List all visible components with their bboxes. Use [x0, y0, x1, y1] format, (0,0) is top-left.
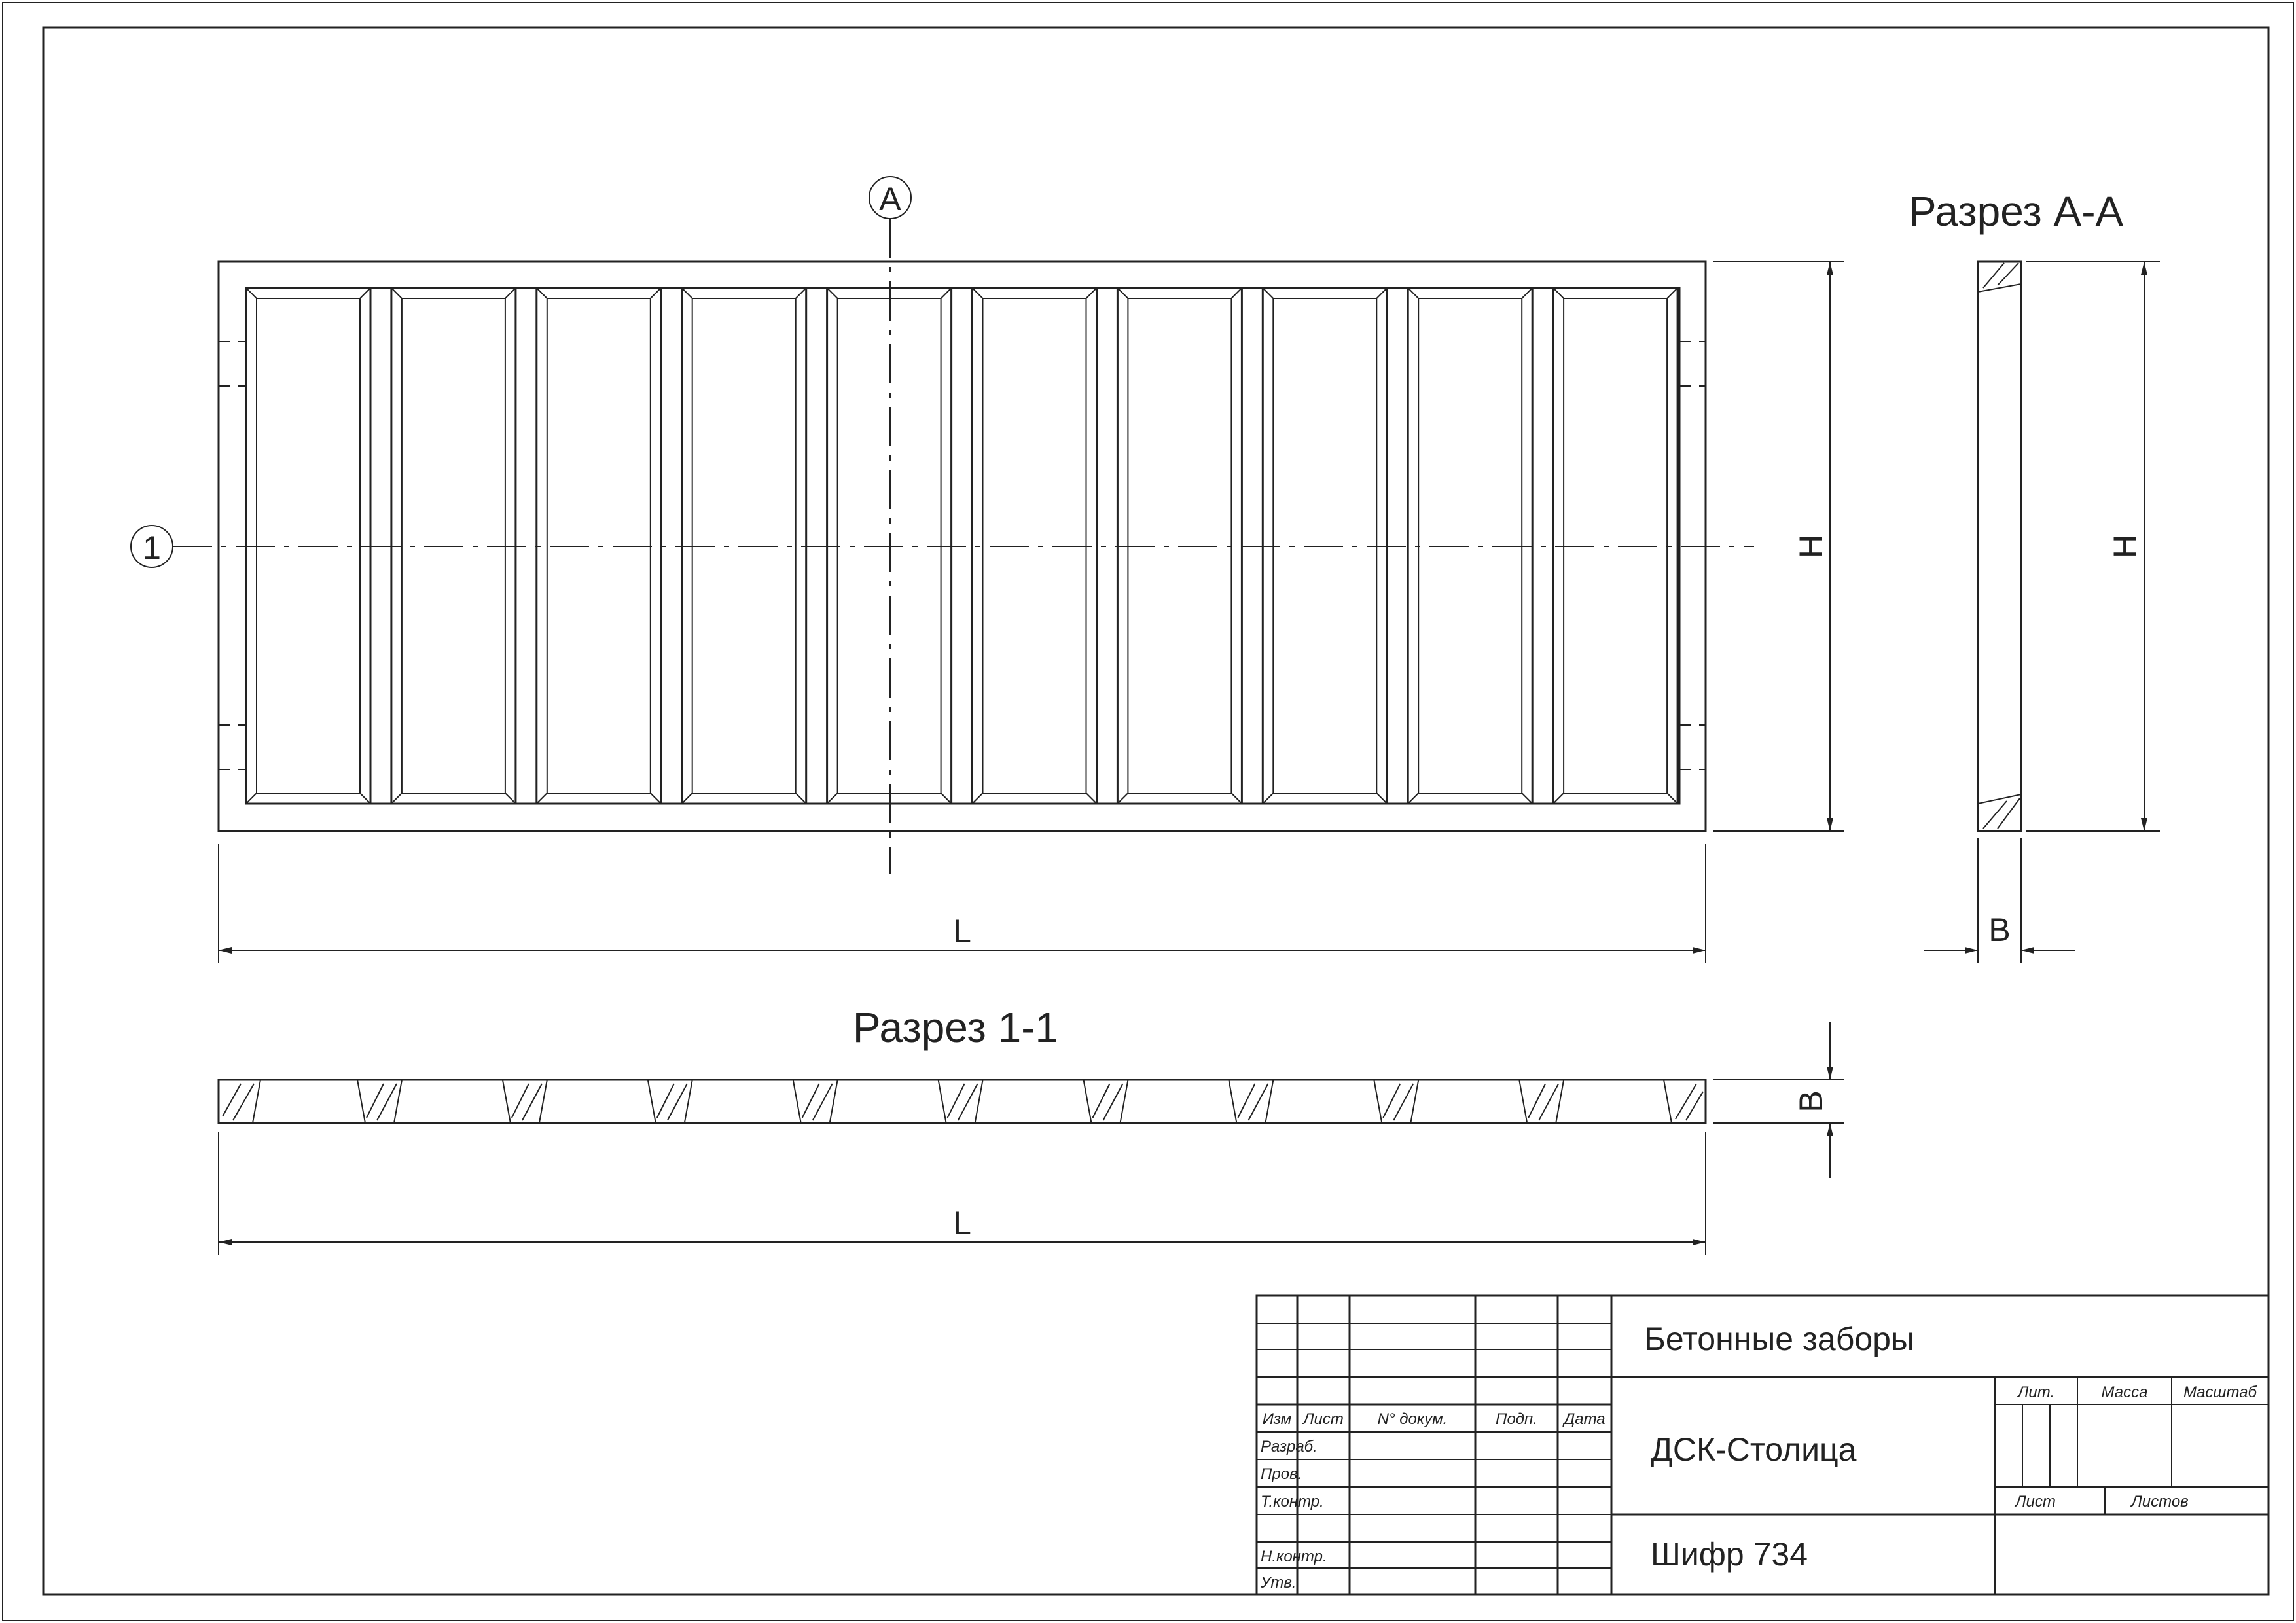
section-cut	[792, 1079, 838, 1124]
section-cut	[1373, 1079, 1420, 1124]
tb-row-tkontr: Т.контр.	[1261, 1493, 1324, 1510]
tb-col-list: Лист	[1302, 1410, 1344, 1428]
hatch-top	[1982, 262, 2019, 289]
tb-row-prov: Пров.	[1261, 1465, 1302, 1483]
section-marker-1-label: 1	[143, 529, 161, 566]
tb-col-doc: N° докум.	[1378, 1410, 1448, 1428]
tb-title: Бетонные заборы	[1644, 1321, 1914, 1357]
title-block-frame	[1255, 1294, 2270, 1596]
tb-lit: Лит.	[2017, 1383, 2054, 1401]
section-cut	[1083, 1079, 1129, 1124]
section-cut	[1518, 1079, 1565, 1124]
tb-sheets: Листов	[2130, 1493, 2188, 1510]
tb-code: Шифр 734	[1651, 1536, 1808, 1573]
section-cut	[501, 1079, 548, 1124]
inner-frame	[42, 26, 2270, 1596]
section-11-view: Разрез 1-1 L B	[217, 1004, 1844, 1255]
tb-col-izm: Изм	[1263, 1410, 1292, 1428]
tb-mass: Масса	[2102, 1383, 2148, 1401]
section-cut	[937, 1079, 984, 1124]
section-11-cuts	[218, 1079, 1706, 1124]
section-cut	[1662, 1079, 1706, 1124]
section-cut	[1228, 1079, 1274, 1124]
dim-L-front: L	[953, 913, 971, 950]
section-11-outline	[217, 1079, 1707, 1124]
front-view: 1 А L H	[130, 176, 1844, 963]
dim-H-section: H	[2107, 535, 2144, 558]
tb-col-date: Дата	[1562, 1410, 1605, 1428]
section-aa-view: Разрез А-А H B	[1909, 188, 2160, 963]
section-cut	[218, 1079, 262, 1124]
tb-col-sign: Подп.	[1496, 1410, 1537, 1428]
section-marker-a	[869, 176, 912, 219]
tb-sheet: Лист	[2014, 1493, 2056, 1510]
tb-scale: Масштаб	[2183, 1383, 2258, 1401]
section-aa-title: Разрез А-А	[1909, 188, 2124, 235]
section-marker-1	[130, 525, 173, 568]
section-cut	[647, 1079, 693, 1124]
hidden-lines	[219, 341, 1706, 770]
section-11-title: Разрез 1-1	[853, 1004, 1058, 1051]
tb-company: ДСК-Столица	[1651, 1431, 1857, 1468]
section-aa-outline	[1977, 260, 2022, 832]
section-cut	[356, 1079, 403, 1124]
tb-row-nkontr: Н.контр.	[1261, 1548, 1327, 1565]
hatch-bottom	[1982, 798, 2020, 829]
dim-B-section: B	[1988, 912, 2010, 948]
dim-B-section-11: B	[1793, 1090, 1829, 1112]
section-marker-a-label: А	[879, 181, 901, 217]
dim-L-section: L	[953, 1205, 971, 1241]
tb-row-razrab: Разраб.	[1261, 1438, 1318, 1455]
tb-row-utv: Утв.	[1260, 1574, 1297, 1592]
dim-H-front: H	[1793, 535, 1829, 558]
title-block: Изм Лист N° докум. Подп. Дата Разраб. Пр…	[1255, 1294, 2270, 1596]
